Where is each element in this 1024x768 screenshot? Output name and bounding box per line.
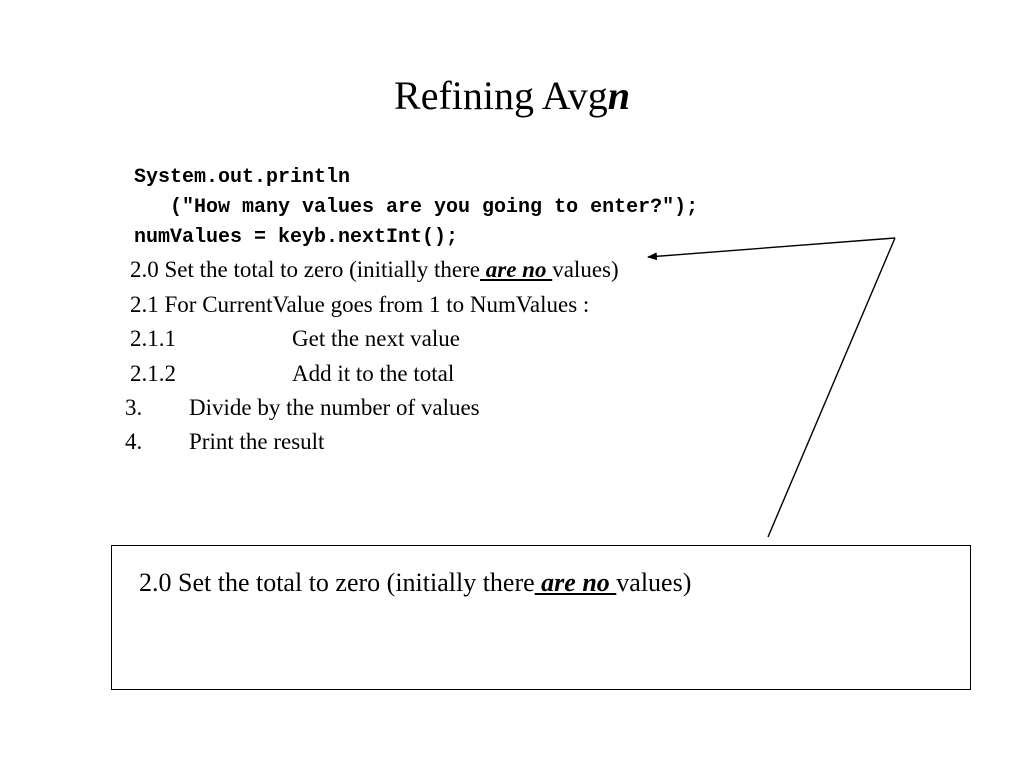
step-2-1-1: 2.1.1 Get the next value xyxy=(130,324,460,354)
callout-text-emphasis: are no xyxy=(534,568,617,597)
code-line-3: numValues = keyb.nextInt(); xyxy=(134,226,459,249)
step-2-0-emphasis: are no xyxy=(480,257,553,282)
step-3-number: 3. xyxy=(125,395,143,420)
step-2-1-1-number: 2.1.1 xyxy=(130,326,176,351)
step-2-1-2-text: Add it to the total xyxy=(292,361,455,386)
callout-text-after: values) xyxy=(616,568,692,597)
step-4-number: 4. xyxy=(125,429,143,454)
callout-text-before: 2.0 Set the total to zero (initially the… xyxy=(139,568,535,597)
step-3: 3. Divide by the number of values xyxy=(125,393,480,423)
callout-arrow-line xyxy=(647,237,896,261)
code-line-2: ("How many values are you going to enter… xyxy=(170,196,699,219)
step-2-1-2-number: 2.1.2 xyxy=(130,361,176,386)
slide-title: Refining Avgn xyxy=(0,70,1024,122)
step-4: 4. Print the result xyxy=(125,427,324,457)
step-2-1: 2.1 For CurrentValue goes from 1 to NumV… xyxy=(130,292,590,317)
slide-title-italic: n xyxy=(607,73,630,118)
callout-box xyxy=(111,545,971,690)
slide-title-text: Refining Avg xyxy=(394,73,608,118)
step-3-text: Divide by the number of values xyxy=(189,395,480,420)
callout-pointer-line xyxy=(767,237,896,538)
callout-text: 2.0 Set the total to zero (initially the… xyxy=(139,565,691,601)
code-line-1: System.out.println xyxy=(134,166,351,189)
step-4-text: Print the result xyxy=(189,429,325,454)
step-2-1-2: 2.1.2 Add it to the total xyxy=(130,359,454,389)
step-2-0-before: 2.0 Set the total to zero (initially the… xyxy=(130,257,481,282)
step-2-0-after: values) xyxy=(552,257,619,282)
step-2-1-1-text: Get the next value xyxy=(292,326,460,351)
step-2-0: 2.0 Set the total to zero (initially the… xyxy=(130,255,619,285)
